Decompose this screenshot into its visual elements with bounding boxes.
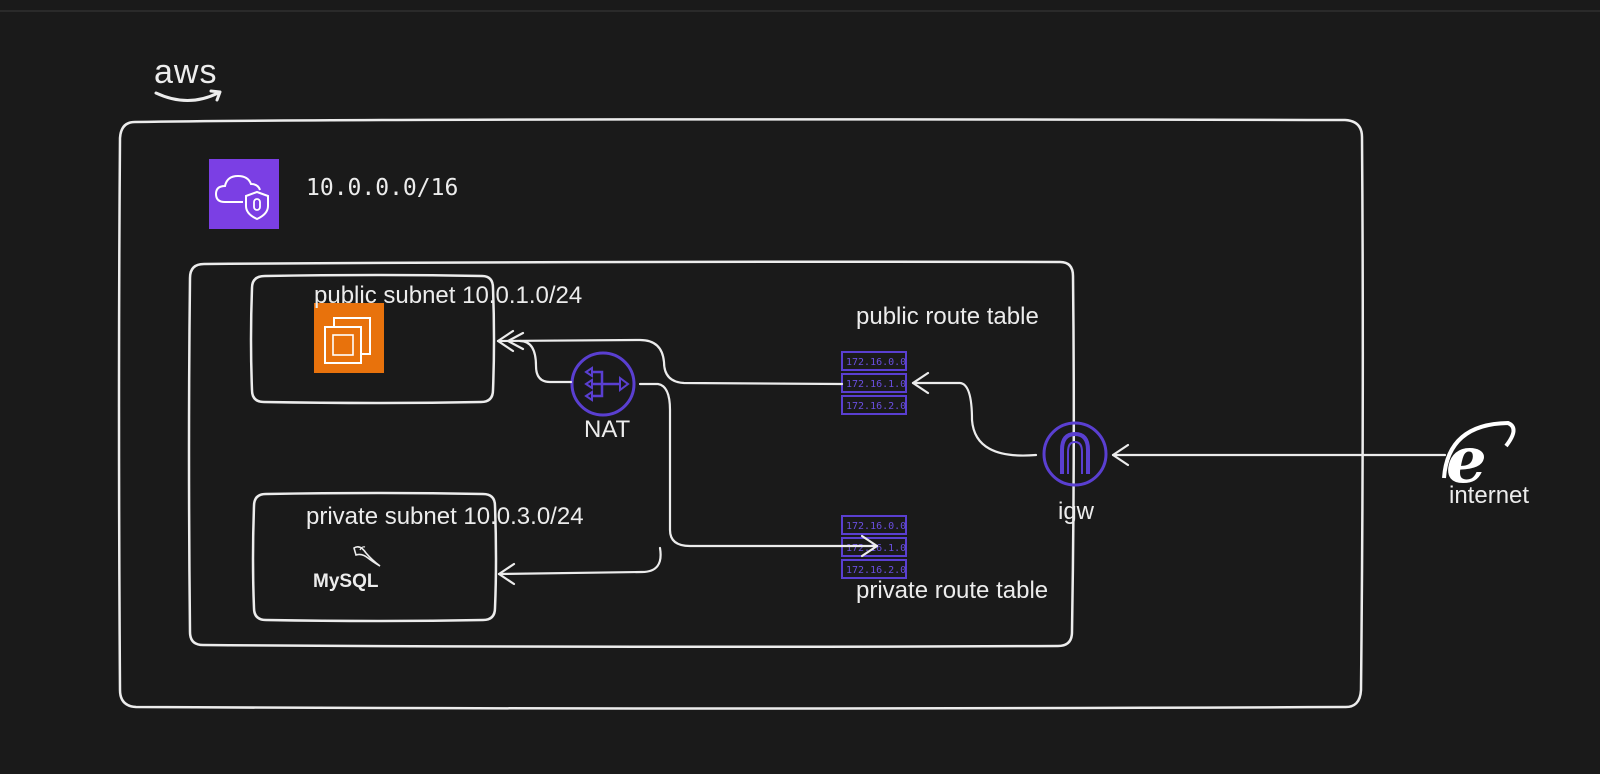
mysql-dolphin-icon bbox=[353, 546, 381, 567]
aws-logo: aws bbox=[154, 53, 218, 91]
aws-logo-smile bbox=[154, 89, 222, 102]
route-table-row-text: 172.16.1.0 bbox=[846, 543, 906, 554]
private-subnet-box[interactable] bbox=[251, 491, 498, 623]
inner-network-boundary bbox=[187, 260, 1076, 649]
route-table-row-text: 172.16.1.0 bbox=[846, 379, 906, 390]
arrowhead-public-rt bbox=[911, 371, 930, 395]
arrowhead-private-rt bbox=[860, 534, 879, 558]
public-route-table-icon[interactable]: 172.16.0.0 172.16.1.0 172.16.2.0 bbox=[841, 351, 907, 415]
vpc-shield-cloud-icon bbox=[209, 159, 279, 229]
private-subnet-label: private subnet 10.0.3.0/24 bbox=[306, 503, 584, 530]
route-table-row bbox=[841, 559, 907, 579]
route-table-row bbox=[841, 515, 907, 535]
link-nat-private-rt bbox=[638, 382, 879, 548]
public-route-table-label: public route table bbox=[856, 303, 1039, 330]
arrowhead-public-subnet bbox=[496, 329, 515, 353]
igw-label: igw bbox=[1058, 498, 1095, 525]
arrowhead-public-subnet-2 bbox=[506, 331, 525, 351]
route-table-row-text: 172.16.0.0 bbox=[846, 357, 906, 368]
mysql-logo-text: MySQL bbox=[313, 571, 379, 592]
route-table-row bbox=[841, 351, 907, 371]
route-table-row bbox=[841, 395, 907, 415]
vpc-cidr-label: 10.0.0.0/16 bbox=[306, 175, 459, 201]
link-igw-public-rt bbox=[911, 381, 1038, 457]
internet-label: internet bbox=[1449, 482, 1530, 509]
public-subnet-label: public subnet 10.0.1.0/24 bbox=[314, 282, 583, 309]
public-subnet-box[interactable] bbox=[249, 273, 496, 405]
nat-label: NAT bbox=[584, 416, 631, 443]
route-table-row-text: 172.16.2.0 bbox=[846, 401, 906, 412]
arrowhead-private-subnet bbox=[497, 562, 516, 586]
link-private-subnet bbox=[497, 546, 662, 576]
route-table-row-text: 172.16.0.0 bbox=[846, 521, 906, 532]
link-nat-public-subnet bbox=[518, 339, 573, 384]
internet-gateway-icon[interactable] bbox=[1042, 421, 1108, 487]
private-route-table-label: private route table bbox=[856, 577, 1049, 604]
internet-explorer-icon[interactable]: e bbox=[1442, 420, 1516, 498]
nat-gateway-icon[interactable] bbox=[570, 351, 636, 417]
link-public-rt-public-subnet bbox=[496, 338, 844, 386]
vpc-boundary bbox=[117, 118, 1365, 710]
ec2-instance-icon[interactable] bbox=[314, 303, 384, 373]
route-table-row-text: 172.16.2.0 bbox=[846, 565, 906, 576]
arrowhead-igw bbox=[1111, 443, 1130, 467]
